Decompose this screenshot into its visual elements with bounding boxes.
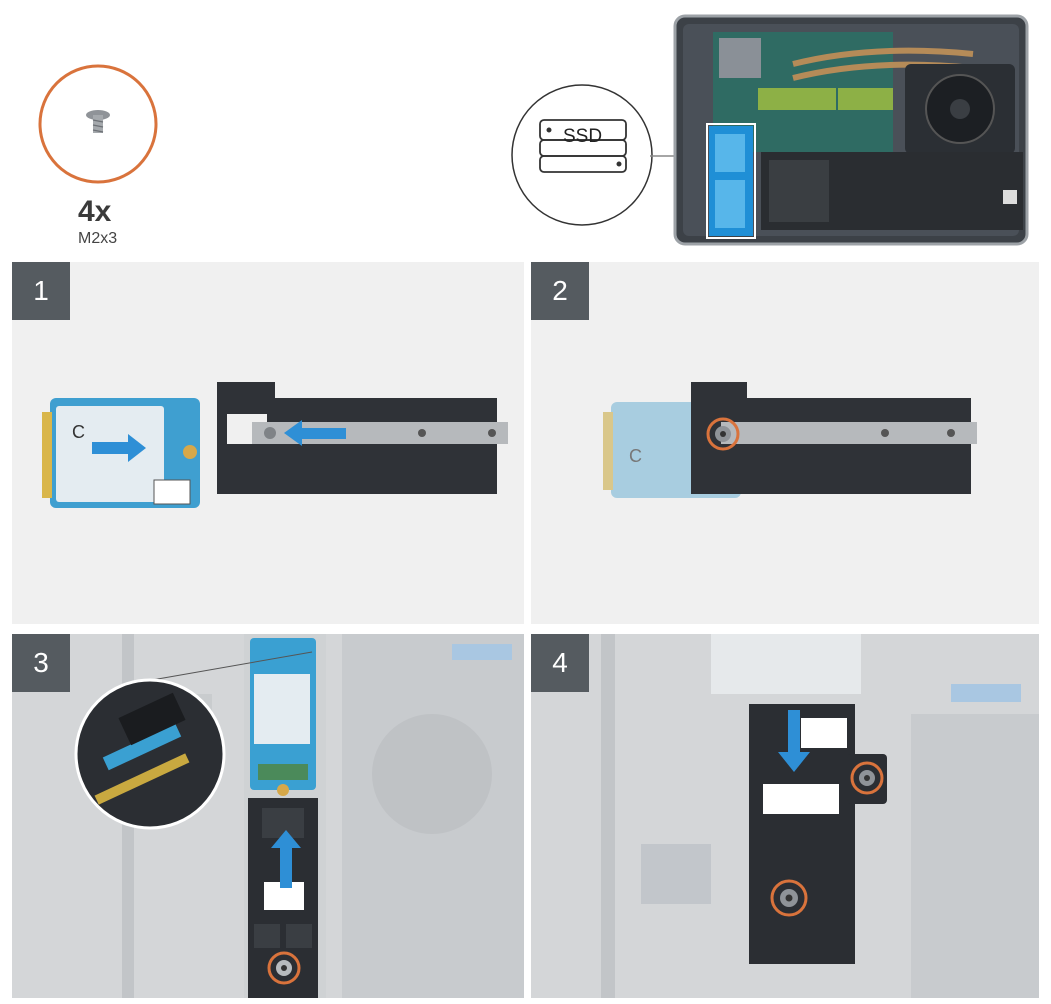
step-2-illustration: C xyxy=(603,382,977,498)
step-3-illustration xyxy=(12,634,524,998)
thermal-bracket xyxy=(749,704,887,964)
thermal-bracket xyxy=(691,382,977,494)
screw-type: M2x3 xyxy=(78,230,118,247)
step-3-badge: 3 xyxy=(12,634,70,692)
step-4-panel: 4 xyxy=(531,634,1039,998)
step-4-illustration xyxy=(531,634,1039,998)
thermal-bracket xyxy=(217,382,508,494)
ssd-highlight-box xyxy=(706,123,756,239)
connector-zoom-inset xyxy=(74,678,226,830)
step-1-panel: 1 C xyxy=(12,262,524,624)
screw-callout xyxy=(38,64,158,184)
laptop-overview xyxy=(673,14,1029,246)
step-1-badge: 1 xyxy=(12,262,70,320)
svg-text:C: C xyxy=(72,422,85,442)
wlan-card xyxy=(711,634,861,694)
screw-icon xyxy=(86,110,110,133)
step-1-illustration: C xyxy=(42,382,508,508)
ssd-callout-circle xyxy=(511,84,653,226)
ram-module-2 xyxy=(838,88,893,110)
screw-icon xyxy=(850,761,884,795)
arrow-icon xyxy=(284,420,346,446)
arrow-icon xyxy=(778,710,810,772)
arrow-icon xyxy=(271,830,301,888)
step-2-badge: 2 xyxy=(531,262,589,320)
wlan-card xyxy=(719,38,761,78)
step-3-panel: 3 xyxy=(12,634,524,998)
step-2-panel: 2 C xyxy=(531,262,1039,624)
ssd-card xyxy=(250,638,316,796)
ram-module-1 xyxy=(758,88,836,110)
arrow-icon xyxy=(92,434,146,462)
screw-count: 4x xyxy=(78,195,112,228)
screw-icon xyxy=(706,417,740,451)
ssd-icon xyxy=(539,119,627,173)
ssd-label: SSD xyxy=(563,126,603,147)
screw-icon xyxy=(770,879,808,917)
thermal-bracket xyxy=(248,798,318,998)
svg-text:C: C xyxy=(629,446,642,466)
screw-icon xyxy=(267,951,301,985)
step-4-badge: 4 xyxy=(531,634,589,692)
